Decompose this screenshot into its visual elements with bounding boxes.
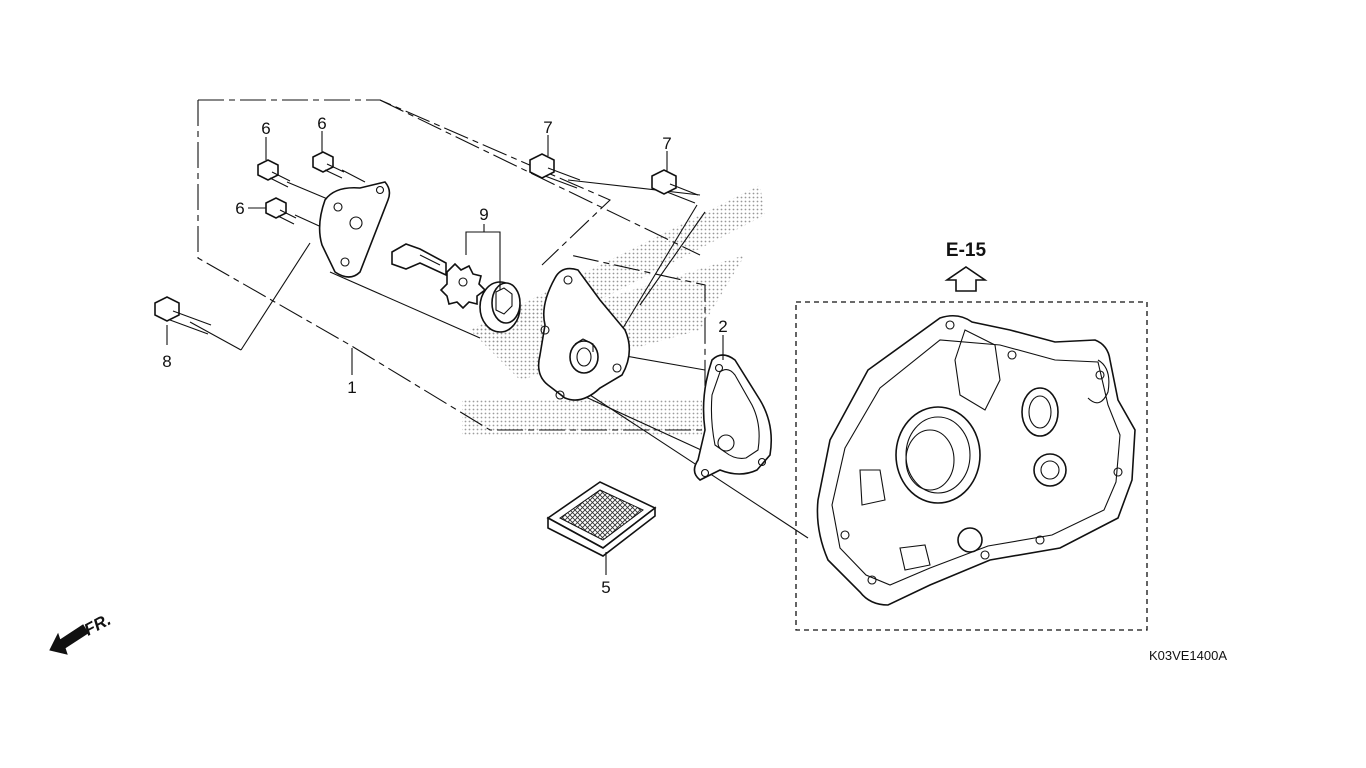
outer-rotor (479, 281, 521, 333)
pump-shaft (391, 243, 447, 277)
callouts: 6 6 6 7 7 8 9 1 2 5 (162, 114, 727, 597)
front-indicator: FR. (49, 610, 114, 655)
callout-7-a: 7 (543, 118, 552, 137)
callout-6-b: 6 (317, 114, 326, 133)
crankcase-reference-box (795, 301, 1148, 631)
callout-2: 2 (718, 317, 727, 336)
bolt-7-b (651, 169, 699, 204)
callout-8: 8 (162, 352, 171, 371)
callout-6-c: 6 (235, 199, 244, 218)
front-label: FR. (81, 610, 114, 640)
pump-body (537, 267, 631, 401)
crankcase (816, 314, 1136, 606)
reference-label: E-15 (946, 240, 987, 261)
callout-9: 9 (479, 205, 488, 224)
oil-strainer-screen (546, 481, 657, 557)
inner-rotor (439, 262, 487, 310)
diagram-code: K03VE1400A (1149, 648, 1227, 663)
bolt-6-a (257, 159, 291, 188)
pump-cover (318, 181, 391, 278)
callout-5: 5 (601, 578, 610, 597)
front-direction-arrow-icon (49, 624, 89, 655)
callout-1: 1 (347, 378, 356, 397)
gasket (693, 354, 773, 481)
callout-6-a: 6 (261, 119, 270, 138)
callout-7-b: 7 (662, 134, 671, 153)
bolt-6-c (265, 197, 297, 225)
up-arrow-icon (944, 266, 988, 292)
bolt-8 (154, 296, 212, 335)
bolt-7-a (529, 153, 581, 189)
bolt-6-b (312, 151, 345, 179)
reference-indicator: E-15 (944, 240, 988, 292)
